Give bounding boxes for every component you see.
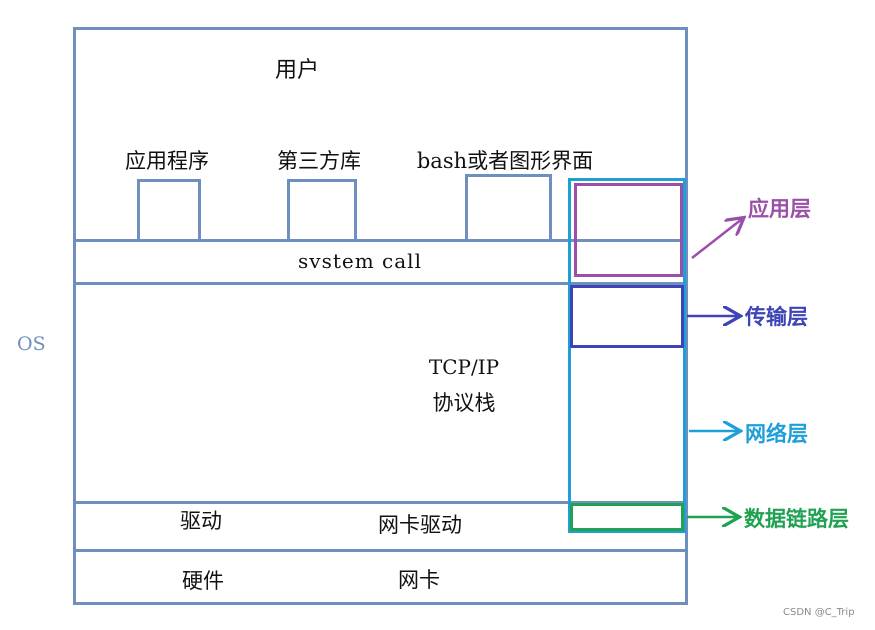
nic-label: 网卡	[398, 568, 440, 592]
nic-driver-label: 网卡驱动	[378, 513, 462, 537]
app-box-third-party-lib	[287, 179, 357, 241]
app-label-application: 应用程序	[125, 149, 209, 173]
app-label-shell-gui: bash或者图形界面	[416, 149, 594, 173]
os-frame	[73, 27, 688, 605]
data-link-layer-box	[570, 503, 684, 531]
divider-hardware-top	[73, 549, 688, 552]
application-layer-box	[574, 183, 683, 277]
divider-system-call-top	[73, 239, 688, 242]
hardware-label: 硬件	[182, 569, 224, 593]
divider-driver-top	[73, 501, 688, 504]
protocol-stack-label: 协议栈	[432, 391, 496, 415]
tcpip-label: TCP/IP	[428, 355, 500, 379]
user-label: 用户	[274, 58, 320, 83]
application-layer-label: 应用层	[748, 196, 811, 221]
network-layer-label: 网络层	[745, 421, 808, 446]
divider-system-call-bottom	[73, 282, 688, 285]
app-box-application	[137, 179, 201, 241]
app-box-shell-gui	[465, 174, 552, 241]
os-label: OS	[17, 333, 46, 355]
watermark: CSDN @C_Trip	[783, 607, 855, 618]
network-stack-column	[568, 178, 686, 533]
transport-layer-box	[570, 285, 684, 348]
system-call-label: svstem call	[298, 249, 422, 273]
transport-layer-label: 传输层	[745, 304, 808, 329]
app-label-third-party-lib: 第三方库	[277, 149, 361, 173]
arrow-application-layer	[691, 219, 742, 259]
driver-label: 驱动	[180, 509, 222, 533]
data-link-layer-label: 数据链路层	[744, 506, 849, 531]
